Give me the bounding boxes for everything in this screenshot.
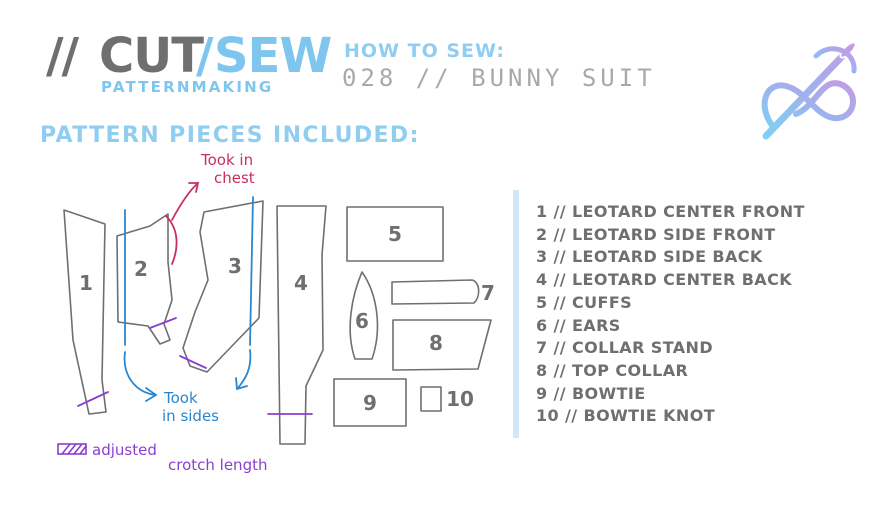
piece-10-number: 10 — [446, 387, 474, 411]
piece-list: 1 // LEOTARD CENTER FRONT 2 // LEOTARD S… — [536, 201, 805, 428]
piece-9-number: 9 — [363, 391, 377, 415]
crotch-mark-piece-2 — [149, 317, 177, 329]
piece-4-outline — [276, 205, 327, 445]
piece-6-outline — [349, 271, 379, 360]
arrow-sides-right — [237, 349, 252, 389]
header-subtitle: PATTERNMAKING — [101, 78, 274, 96]
annotation-sides-line1: Took — [163, 389, 198, 407]
annotation-crotch-line2: crotch length — [168, 456, 267, 474]
arrow-chest — [171, 182, 199, 221]
piece-5-number: 5 — [388, 222, 402, 246]
list-divider — [513, 190, 519, 438]
piece-9-outline — [333, 378, 407, 427]
arrow-chest-head — [188, 182, 200, 193]
piece-3-number: 3 — [228, 254, 242, 278]
header-sew: SEW — [214, 28, 332, 84]
arrow-sides-right-head — [235, 377, 248, 391]
piece-7-outline — [391, 279, 480, 305]
list-item: 7 // COLLAR STAND — [536, 338, 714, 358]
header-slashes: // — [46, 28, 79, 84]
piece-6-number: 6 — [355, 309, 369, 333]
list-item: 9 // BOWTIE — [536, 383, 646, 403]
piece-8-outline — [392, 319, 492, 371]
list-item: 8 // TOP COLLAR — [536, 360, 689, 380]
piece-2-number: 2 — [134, 257, 148, 281]
piece-7-number: 7 — [481, 281, 495, 305]
piece-8-number: 8 — [429, 331, 443, 355]
arrow-sides-left — [123, 351, 156, 396]
piece-2-outline — [116, 213, 173, 345]
grainline-piece-3 — [249, 196, 254, 346]
needle-and-thread-icon — [761, 41, 857, 140]
annotation-chest-line1: Took in — [200, 151, 253, 169]
list-item: 3 // LEOTARD SIDE BACK — [536, 247, 763, 267]
arrow-sides-left-head — [145, 387, 158, 402]
piece-3-outline — [182, 200, 264, 373]
list-item: 2 // LEOTARD SIDE FRONT — [536, 224, 776, 244]
crotch-legend-swatch — [57, 443, 87, 455]
project-title: 028 // BUNNY SUIT — [342, 64, 656, 92]
annotation-sides-line2: in sides — [162, 407, 219, 425]
piece-1-number: 1 — [79, 271, 93, 295]
crotch-mark-piece-1 — [77, 391, 109, 407]
list-item: 1 // LEOTARD CENTER FRONT — [536, 202, 805, 221]
chest-adjustment-line — [165, 215, 178, 265]
header-cut: CUT — [99, 28, 204, 84]
annotation-crotch-line1: adjusted — [92, 441, 157, 459]
piece-10-outline — [420, 386, 442, 412]
header-separator: / — [196, 28, 214, 84]
list-item: 10 // BOWTIE KNOT — [536, 406, 716, 426]
how-to-sew-label: HOW TO SEW: — [344, 40, 505, 62]
piece-4-number: 4 — [294, 271, 308, 295]
list-item: 5 // CUFFS — [536, 292, 633, 312]
list-item: 6 // EARS — [536, 315, 621, 335]
crotch-mark-piece-3 — [179, 355, 207, 369]
annotation-chest-line2: chest — [214, 169, 255, 187]
piece-1-outline — [63, 209, 107, 415]
section-title: PATTERN PIECES INCLUDED: — [40, 123, 420, 148]
piece-5-outline — [346, 206, 444, 262]
list-item: 4 // LEOTARD CENTER BACK — [536, 270, 793, 290]
